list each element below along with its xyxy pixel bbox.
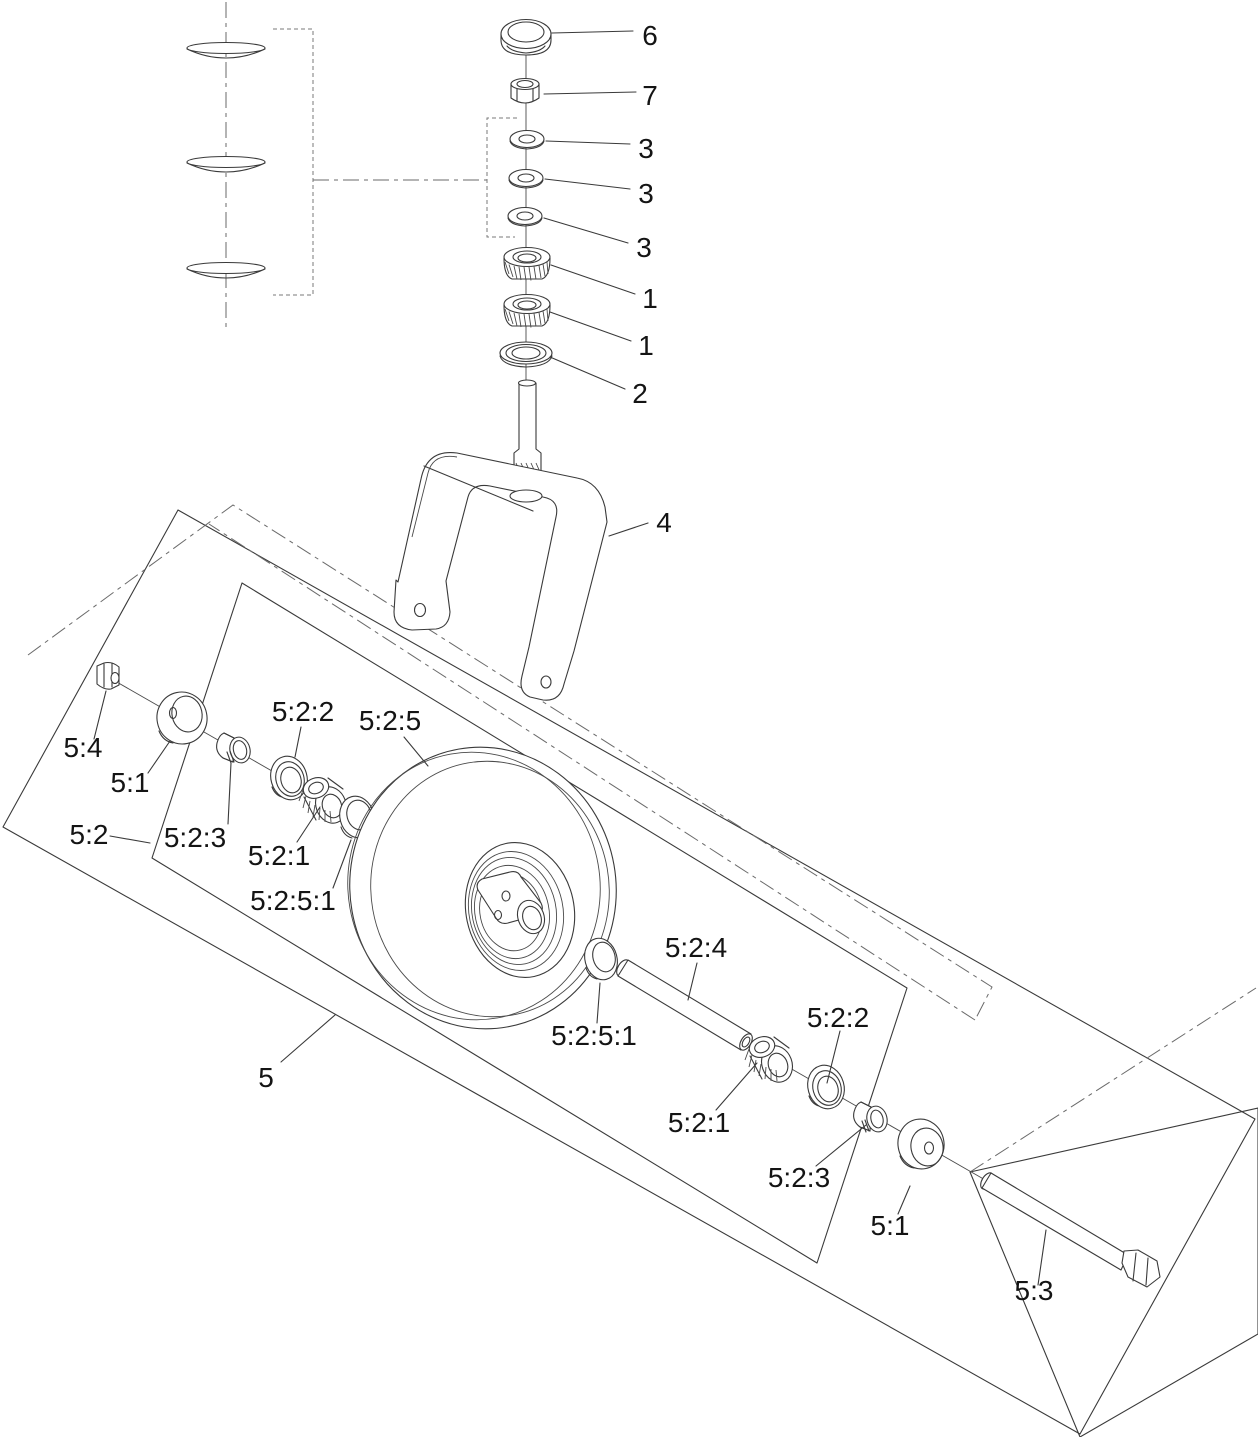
callout-5-2-2: 5:2:2 [272,696,334,727]
reference-disc-stack [186,2,517,330]
callout-6: 6 [642,20,658,51]
group-box-5-2 [151,582,908,1264]
callout-7: 7 [642,80,658,111]
callout-5-1: 5:1 [871,1210,910,1241]
fork-mount-hole [413,602,427,618]
washer-3-drawing [509,129,545,150]
hub-tube [516,899,546,935]
callout-5: 5 [258,1062,274,1093]
group-box-5 [2,509,1256,1435]
reference-disc [186,261,266,279]
seal-5-2-2-right-drawing [807,1064,845,1110]
callout-5-2-5: 5:2:5 [359,705,421,736]
spindle-boss [509,489,543,503]
bushing-5-2-5-1-right-drawing [584,937,618,981]
callout-2: 2 [632,378,648,409]
seal-5-2-2-left-drawing [270,755,308,801]
callout-5-2-5-1: 5:2:5:1 [250,885,336,916]
callout-4: 4 [656,507,672,538]
callout-5-2-1: 5:2:1 [248,840,310,871]
spindle-shaft [513,382,542,474]
bearing-1-drawing [503,246,551,281]
callout-labels: 6 7 3 3 3 1 1 2 4 5:4 5:1 5:2 5:2:3 5:2:… [64,20,1054,1306]
callout-3: 3 [636,232,652,263]
nut-5-4-drawing [96,661,120,690]
washer-3-drawing [508,168,544,189]
left-bracket [273,28,314,296]
callout-5-2-1: 5:2:1 [668,1107,730,1138]
reference-disc [186,41,266,59]
callout-3: 3 [638,178,654,209]
bolt-head [1121,1249,1161,1288]
callout-1: 1 [642,283,658,314]
bearing-1-drawing [503,293,551,328]
bushing-5-2-3-right-drawing [853,1101,888,1133]
bushing-5-2-3-left-drawing [216,732,251,764]
callout-5-1: 5:1 [111,767,150,798]
callout-5-3: 5:3 [1015,1275,1054,1306]
fork-mount-hole [540,675,552,689]
callout-5-4: 5:4 [64,732,103,763]
reference-disc [186,155,266,173]
cap-6-drawing [500,18,552,56]
wheel-5-2-5-drawing [347,746,617,1030]
group-box-5-3 [969,1107,1258,1437]
seal-2-drawing [499,341,553,368]
bearing-5-2-1-left-drawing [298,777,348,824]
washer-stack-bracket [486,117,517,238]
callout-1: 1 [638,330,654,361]
callout-5-2-3: 5:2:3 [768,1162,830,1193]
reference-dashdot-lines [27,504,1257,1173]
spacer-5-1-left-drawing [156,691,208,745]
fork-body [393,451,608,701]
washer-3-drawing [507,206,543,227]
callout-5-2: 5:2 [70,819,109,850]
bearing-5-2-1-right-drawing [744,1036,794,1083]
bolt-5-3-drawing [980,1172,1161,1288]
callout-5-2-5-1: 5:2:5:1 [551,1020,637,1051]
callout-5-2-2: 5:2:2 [807,1002,869,1033]
callout-3: 3 [638,133,654,164]
locknut-7-drawing [510,77,540,104]
axle-tube-5-2-4-drawing [616,959,753,1051]
fork-4-drawing [393,379,608,701]
leader-lines [93,30,1047,1286]
callout-5-2-3: 5:2:3 [164,822,226,853]
spacer-5-1-right-drawing [897,1118,945,1170]
callout-5-2-4: 5:2:4 [665,932,727,963]
